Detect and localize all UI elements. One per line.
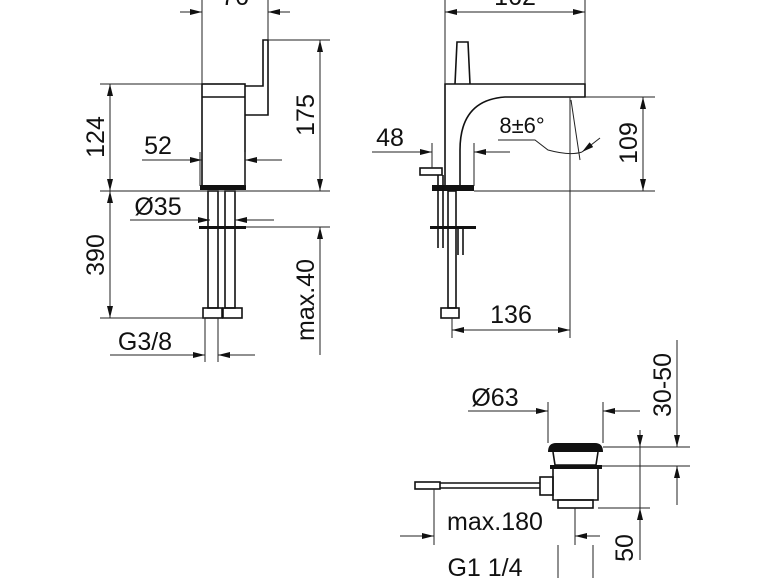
dim-body-width: 52	[144, 132, 172, 160]
dim-cap-height-range: 30-50	[649, 353, 677, 417]
dim-connection: G3/8	[118, 328, 172, 356]
dim-spout-angle: 8±6°	[499, 113, 544, 138]
side-view-dimensions: 76 124 175 52 Ø35 390 max.40 G3/8	[82, 0, 330, 362]
side-view-faucet	[199, 39, 269, 319]
dim-width-top: 76	[221, 0, 249, 11]
dim-cap-diameter: Ø63	[471, 384, 518, 412]
dim-deck-thickness: max.40	[292, 259, 320, 341]
dim-projection-top: 162	[494, 0, 536, 11]
dim-thread: G1 1/4	[447, 554, 522, 578]
dim-spout-height: 109	[615, 122, 643, 164]
dim-rod-length: max.180	[447, 508, 543, 536]
drain-assembly	[414, 443, 603, 509]
drain-dimensions: Ø63 30-50 max.180 50 G1 1/4	[400, 340, 690, 578]
dim-total-height: 175	[292, 94, 320, 136]
dim-hose-length: 390	[82, 234, 110, 276]
dim-body-height: 50	[611, 534, 639, 562]
dim-hole-diameter: Ø35	[134, 193, 181, 221]
front-view-dimensions: 48 8±6° 162 109 136	[372, 0, 655, 338]
dim-spout-reach: 136	[490, 301, 532, 329]
dim-body-height: 124	[82, 116, 110, 158]
dim-lever-offset: 48	[376, 124, 404, 152]
front-view-faucet	[419, 41, 586, 319]
